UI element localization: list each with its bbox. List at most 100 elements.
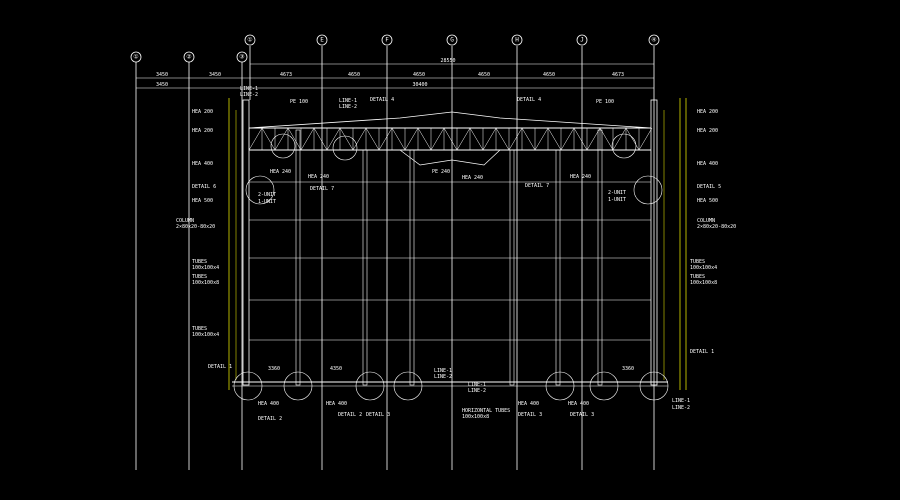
- label-tubes-size: 100x100x8: [192, 280, 219, 286]
- grid-bubble: ③: [236, 51, 248, 63]
- label-tubes: TUBES: [690, 259, 705, 265]
- truss-web-member: [469, 127, 484, 151]
- label-hea: HEA 200: [697, 128, 718, 134]
- detail-circles: [233, 133, 669, 401]
- truss-web-member: [287, 127, 302, 151]
- truss-web-member: [274, 127, 289, 151]
- truss-web-member: [404, 127, 419, 151]
- roof-truss: [248, 111, 653, 166]
- dim-bottom: 3360: [268, 366, 280, 372]
- grid-bubble: ①: [244, 34, 256, 46]
- label-detail: DETAIL 1: [690, 349, 714, 355]
- label-line: LINE-2: [240, 92, 258, 98]
- label-line: LINE-1: [672, 398, 690, 404]
- label-hea: HEA 400: [697, 161, 718, 167]
- label-hea: HEA 240: [462, 175, 483, 181]
- truss-web-member: [313, 127, 328, 151]
- label-tubes-size: 100x100x4: [192, 332, 219, 338]
- label-hea: HEA 500: [697, 198, 718, 204]
- bottom-labels: 3360 3360 4350 LINE-1 LINE-2 LINE-1 LINE…: [258, 366, 690, 422]
- truss-web-member: [339, 127, 354, 151]
- svg-text:③: ③: [239, 54, 244, 61]
- mid-labels: HEA 240 HEA 240 PE 240 HEA 240 HEA 240 D…: [258, 169, 626, 205]
- label-hea: HEA 200: [192, 128, 213, 134]
- truss-web-member: [521, 127, 536, 151]
- label-column: COLUMN: [697, 218, 715, 224]
- label-detail: DETAIL 3: [366, 412, 390, 418]
- truss-web-member: [248, 127, 263, 151]
- truss-web-member: [586, 127, 601, 151]
- left-labels: HEA 200 HEA 200 HEA 400 DETAIL 6 HEA 500…: [176, 109, 232, 370]
- svg-text:J: J: [580, 37, 584, 44]
- truss-web-member: [261, 127, 276, 151]
- truss-web-member: [560, 127, 575, 151]
- label-hea: HEA 240: [270, 169, 291, 175]
- label-tubes-size: 100x100x8: [690, 280, 717, 286]
- label-detail: DETAIL 7: [310, 186, 334, 192]
- svg-text:①: ①: [133, 54, 138, 61]
- truss-web-member: [430, 127, 445, 151]
- svg-text:H: H: [515, 37, 519, 44]
- label-line: LINE-2: [339, 104, 357, 110]
- grid-bubble: F: [381, 34, 393, 46]
- truss-web-member: [326, 127, 341, 151]
- truss-web-member: [599, 127, 614, 151]
- label-unit: 1-UNIT: [258, 199, 276, 205]
- label-hea: HEA 400: [568, 401, 589, 407]
- label-hea: HEA 240: [308, 174, 329, 180]
- right-labels: HEA 200 HEA 200 HEA 400 DETAIL 5 HEA 500…: [690, 109, 736, 355]
- label-horizontal: HORIZONTAL TUBES: [462, 408, 510, 414]
- label-detail: DETAIL 4: [517, 97, 541, 103]
- svg-text:①: ①: [247, 37, 252, 44]
- top-labels: LINE-1 LINE-2 LINE-1 LINE-2 PE 100 PE 10…: [240, 86, 614, 110]
- dim-bay: 4650: [543, 72, 555, 78]
- label-line: LINE-1: [434, 368, 452, 374]
- label-unit: 2-UNIT: [258, 192, 276, 198]
- label-line: LINE-2: [672, 405, 690, 411]
- dim-seg2: 3450: [209, 72, 221, 78]
- label-pe: PE 100: [290, 99, 308, 105]
- truss-web-member: [482, 127, 497, 151]
- label-unit: 2-UNIT: [608, 190, 626, 196]
- label-hea: HEA 400: [192, 161, 213, 167]
- truss-web-member: [443, 127, 458, 151]
- truss-web-member: [508, 127, 523, 151]
- grid-bubble: J: [576, 34, 588, 46]
- truss-web-member: [456, 127, 471, 151]
- grid-bubble: ④: [648, 34, 660, 46]
- horizontal-tubes: [232, 181, 668, 387]
- label-pe: PE 240: [432, 169, 450, 175]
- label-hea: HEA 400: [258, 401, 279, 407]
- label-line: LINE-1: [339, 98, 357, 104]
- truss-web-member: [625, 127, 640, 151]
- grid-bubble: H: [511, 34, 523, 46]
- svg-text:④: ④: [651, 37, 656, 44]
- label-hea: HEA 240: [570, 174, 591, 180]
- truss-web-member: [391, 127, 406, 151]
- label-column-size: 2×80x20-80x20: [176, 224, 215, 230]
- label-detail: DETAIL 5: [697, 184, 721, 190]
- truss-web-member: [638, 127, 653, 151]
- label-tubes: TUBES: [192, 326, 207, 332]
- truss-web-member: [612, 127, 627, 151]
- dim-overall: 28550: [440, 58, 455, 64]
- svg-text:G: G: [450, 37, 454, 44]
- label-column-size: 2×80x20-80x20: [697, 224, 736, 230]
- label-pe: PE 100: [596, 99, 614, 105]
- label-hea: HEA 200: [192, 109, 213, 115]
- svg-text:②: ②: [186, 54, 191, 61]
- truss-web-member: [365, 127, 380, 151]
- dim-inner: 30400: [412, 82, 427, 88]
- label-line: LINE-2: [434, 374, 452, 380]
- label-detail: DETAIL 3: [570, 412, 594, 418]
- dim-bay: 4673: [280, 72, 292, 78]
- label-line: LINE-1: [468, 382, 486, 388]
- truss-webs: [248, 127, 653, 151]
- truss-web-member: [547, 127, 562, 151]
- label-detail: DETAIL 6: [192, 184, 216, 190]
- label-tubes: TUBES: [690, 274, 705, 280]
- truss-web-member: [378, 127, 393, 151]
- label-hea: HEA 200: [697, 109, 718, 115]
- grid-bubble: ①: [130, 51, 142, 63]
